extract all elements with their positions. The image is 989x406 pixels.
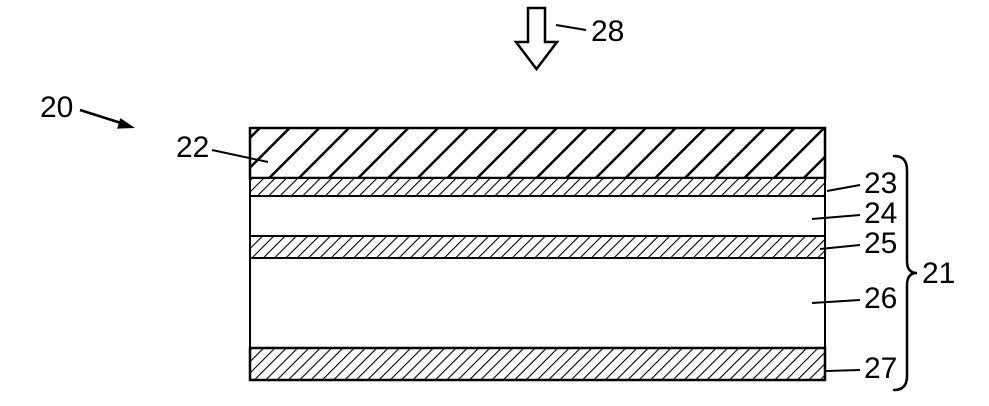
label-20: 20 [40,91,73,124]
label-28: 28 [591,15,624,48]
layer-23 [249,177,826,197]
layer-22 [248,126,827,180]
leader-line-25 [819,244,861,250]
label-22: 22 [176,131,209,164]
leader-line-22 [211,149,269,163]
label-21: 21 [922,257,955,290]
leader-line-27 [825,369,861,372]
layer-24 [249,195,826,237]
down-block-arrow-icon [513,6,560,72]
leader-line-23 [826,184,861,192]
leader-line-24 [811,214,861,220]
label-27: 27 [864,352,897,385]
label-24: 24 [864,197,897,230]
group-brace [892,154,918,392]
pointer-arrowhead-20-icon [117,118,135,129]
leader-line-26 [811,299,861,304]
label-26: 26 [864,282,897,315]
label-23: 23 [864,167,897,200]
label-25: 25 [864,227,897,260]
layer-25 [249,235,826,259]
layer-26 [249,257,826,349]
leader-line-28 [555,24,587,31]
pointer-line-20 [79,108,122,125]
layer-27 [248,346,827,382]
